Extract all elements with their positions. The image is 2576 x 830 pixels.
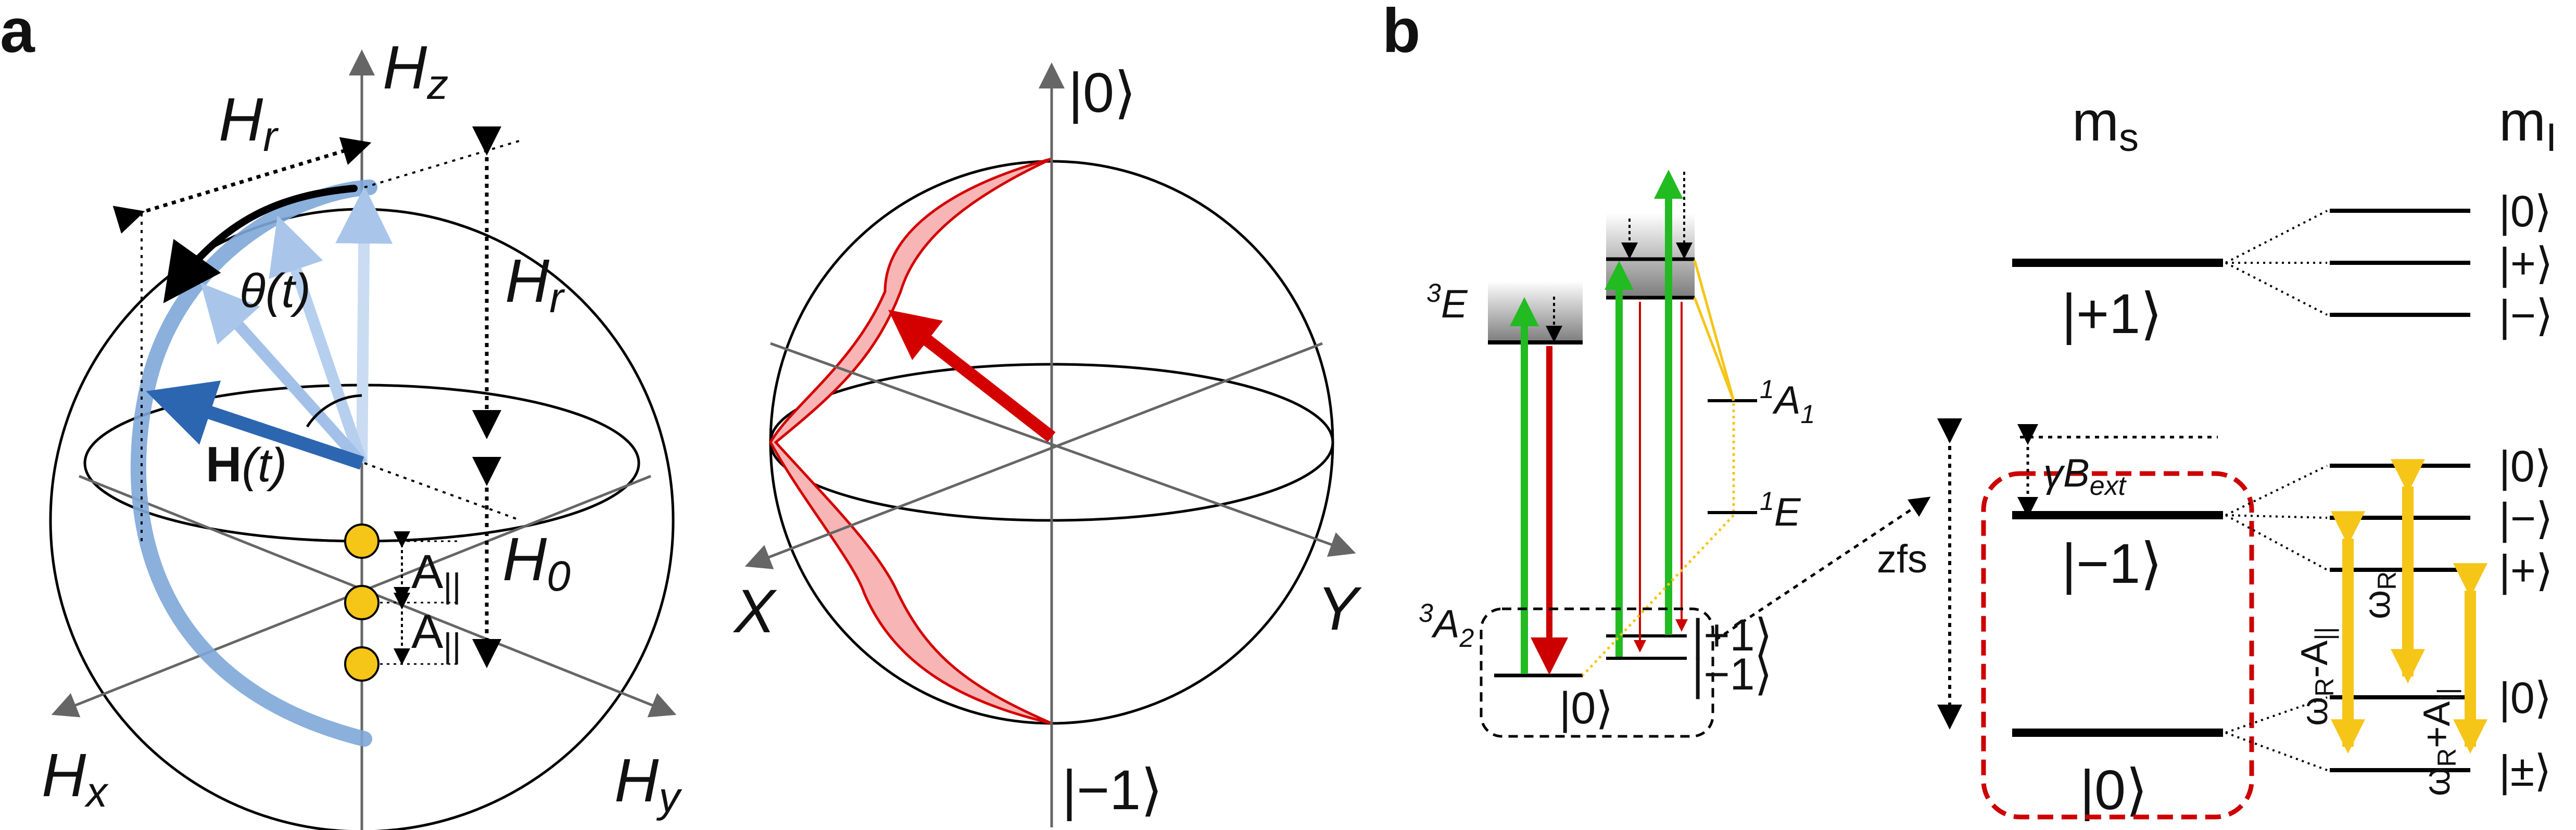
panel-a: a Hz Hx Hy θ(t) H(t) Hr Hr <box>0 0 683 830</box>
bloch-sphere: |0⟩ |−1⟩ X Y <box>733 61 1362 827</box>
ground-state-box <box>1480 607 1714 738</box>
zoom-arrow <box>1714 496 1931 642</box>
hyperfine-connectors <box>2225 210 2328 771</box>
theta-label: θ(t) <box>239 264 311 317</box>
hr-right-label: Hr <box>505 247 565 322</box>
hr-top-label: Hr <box>219 85 279 160</box>
ms-subspace-box <box>1981 471 2254 820</box>
mi-bot-label-1: |±⟩ <box>2499 746 2552 795</box>
mi-top-label-1: |+⟩ <box>2499 239 2553 288</box>
ms-label-plus1: |+1⟩ <box>2062 282 2162 345</box>
vector-faded-3 <box>200 283 367 467</box>
bloch-y-axis <box>770 342 1356 557</box>
panel-b: b 3E 3A2 1A1 1E |+ <box>1382 0 2557 821</box>
panel-a-letter: a <box>0 0 35 66</box>
h0-label: H0 <box>502 525 571 600</box>
label-3a2: 3A2 <box>1419 598 1474 653</box>
a-par-label-1: A|| <box>411 545 461 605</box>
bloch-x-axis <box>744 342 1323 569</box>
label-omega-r: ωR <box>2356 571 2402 619</box>
label-3e: 3E <box>1426 278 1468 326</box>
vector-faded-1 <box>335 186 393 464</box>
label-omega-r-plus: ωR+A|| <box>2416 688 2461 796</box>
label-ket-minus1: |−1⟩ <box>1692 649 1772 699</box>
mi-mid-label-1: |−⟩ <box>2499 494 2553 543</box>
isc-4 <box>1582 514 1735 676</box>
isc-2 <box>1693 297 1735 401</box>
nuclear-level-1 <box>344 523 380 559</box>
isc-1 <box>1693 260 1735 401</box>
nuclear-level-2 <box>344 585 380 620</box>
bloch-trajectory-band <box>769 157 1053 725</box>
mi-top-label-2: |−⟩ <box>2499 291 2553 340</box>
label-ket-0: |0⟩ <box>1559 683 1613 733</box>
mi-top-label-0: |0⟩ <box>2499 187 2552 236</box>
bloch-state-vector <box>888 310 1056 442</box>
bloch-top-label: |0⟩ <box>1068 61 1136 124</box>
label-zfs: zfs <box>1877 537 1927 581</box>
nuclear-level-3 <box>344 646 380 682</box>
theta-arc <box>306 394 362 428</box>
hr-top-arrow <box>112 137 372 234</box>
h-vector-label: H(t) <box>206 437 287 492</box>
bloch-y-label: Y <box>1317 574 1362 643</box>
bloch-x-label: X <box>733 577 777 646</box>
h-vector <box>146 380 364 470</box>
mi-mid-label-0: |0⟩ <box>2499 442 2552 491</box>
label-1a1: 1A1 <box>1760 375 1815 429</box>
hx-label: Hx <box>42 741 109 816</box>
hz-label: Hz <box>383 33 448 108</box>
panel-b-letter: b <box>1382 0 1420 66</box>
ms-label-0: |0⟩ <box>2080 758 2148 821</box>
hy-label: Hy <box>614 746 683 821</box>
a-par-label-2: A|| <box>411 605 461 665</box>
ms-label-minus1: |−1⟩ <box>2062 532 2162 595</box>
vector-faded-2 <box>269 215 368 465</box>
label-ket-plus1: |+1⟩ <box>1692 610 1772 660</box>
label-1e: 1E <box>1760 487 1801 534</box>
label-omega-r-minus: ωR-A|| <box>2294 627 2339 726</box>
mi-header-text: mI <box>2499 90 2557 160</box>
ms-header-text: ms <box>2072 90 2139 160</box>
gamma-b-label: γBext <box>2043 451 2127 501</box>
bloch-bottom-label: |−1⟩ <box>1062 758 1163 821</box>
excited-band-left <box>1488 281 1583 343</box>
guide-top <box>364 139 521 188</box>
mi-mid-label-2: |+⟩ <box>2499 546 2553 595</box>
mi-bot-label-0: |0⟩ <box>2499 673 2552 722</box>
guide-mid <box>364 462 521 521</box>
